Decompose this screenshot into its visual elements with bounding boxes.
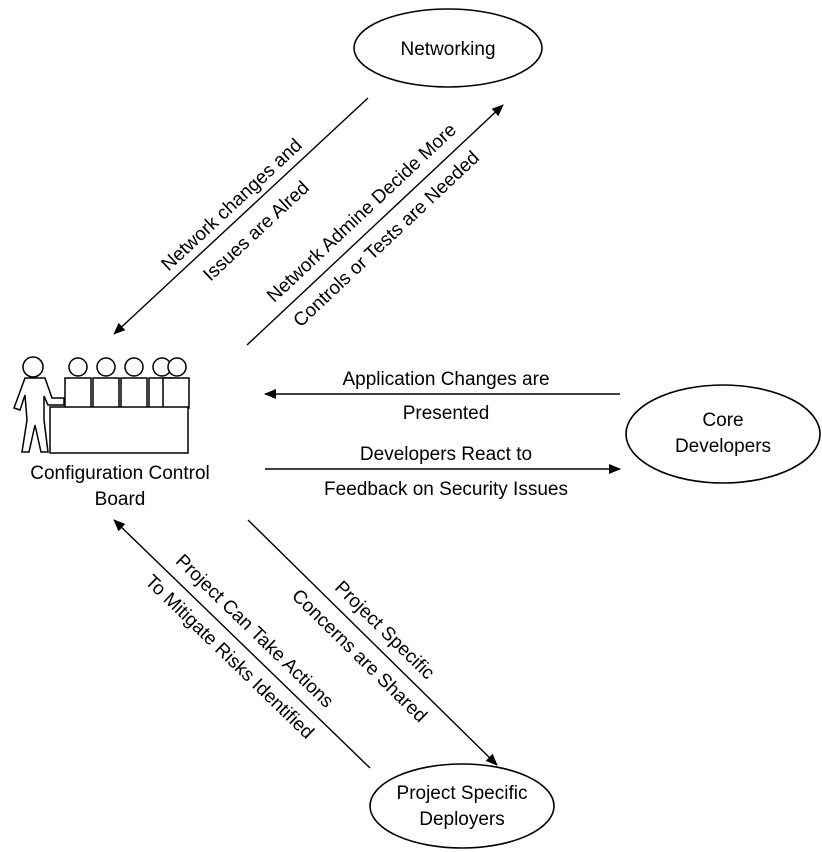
node-project-deployers-line2: Deployers <box>419 809 505 830</box>
node-core-developers-line1: Core <box>702 410 743 431</box>
edge-core-to-ccb-line2: Presented <box>403 403 490 424</box>
edge-ccb-to-core-line1: Developers React to <box>360 444 532 465</box>
node-networking: Networking <box>353 8 543 88</box>
edge-core-to-ccb-line1: Application Changes are <box>342 369 549 390</box>
node-project-deployers: Project Specific Deployers <box>369 763 555 849</box>
ccb-label-line2: Board <box>95 489 146 510</box>
edge-net-to-ccb-arrow <box>113 97 369 335</box>
ccb-label-line1: Configuration Control <box>30 463 210 484</box>
edge-ccb-to-deployers-arrow <box>247 519 498 766</box>
ccb-board-icon <box>13 356 190 454</box>
edge-ccb-to-net-arrow <box>246 104 504 346</box>
node-core-developers-line2: Developers <box>675 436 771 457</box>
node-project-deployers-line1: Project Specific <box>397 783 528 804</box>
edge-ccb-to-core-line2: Feedback on Security Issues <box>324 479 568 500</box>
edge-deployers-to-ccb-arrow <box>113 519 371 769</box>
node-networking-label: Networking <box>400 39 495 60</box>
node-core-developers: Core Developers <box>625 384 821 484</box>
